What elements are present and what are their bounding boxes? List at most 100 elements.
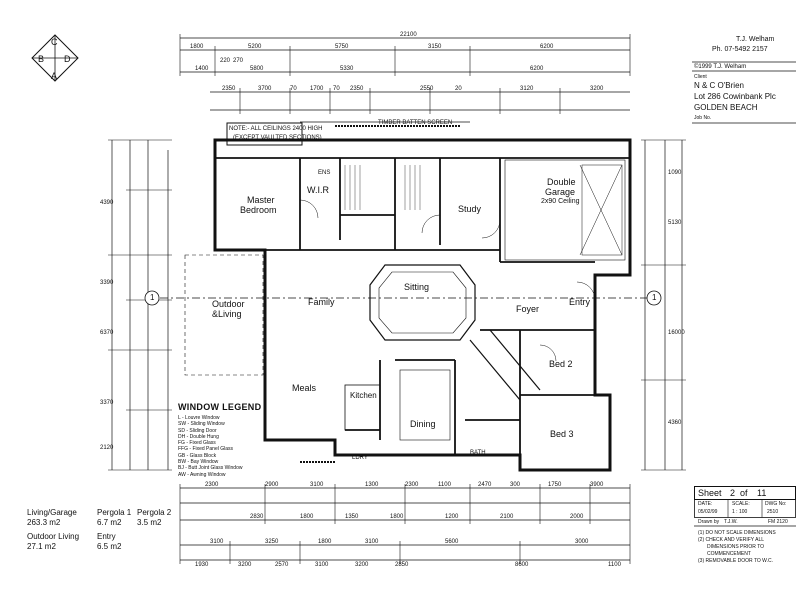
client-suburb: GOLDEN BEACH — [694, 103, 758, 112]
window-legend-item-7: BW - Bay Window — [178, 459, 219, 466]
designer-name: T.J. Welham — [736, 36, 775, 43]
sheet-total: 11 — [757, 488, 767, 498]
dim-top3-8: 3120 — [520, 86, 534, 92]
dim-top1-3: 3150 — [428, 44, 442, 50]
dim-bot1-0: 2300 — [205, 482, 219, 488]
dim-bot3-4: 5600 — [445, 539, 459, 545]
dim-bot3-3: 3100 — [365, 539, 379, 545]
dim-top3-9: 3200 — [590, 86, 604, 92]
window-legend-item-8: BJ - Butt Joint Glass Window — [178, 465, 243, 472]
dim-bot1-2: 3100 — [310, 482, 324, 488]
dim-bot1-7: 300 — [510, 482, 521, 488]
date-value: 05/02/99 — [698, 509, 718, 515]
room-garage-line1: Double — [547, 177, 576, 187]
job-number: FM 2120 — [768, 519, 788, 525]
dim-bot2-5: 2100 — [500, 514, 514, 520]
area-label-living: Living/Garage — [27, 508, 77, 517]
sheet-number: 2 — [730, 488, 736, 498]
dim-right-2: 16000 — [668, 330, 685, 336]
dim-botall-4: 3200 — [355, 562, 369, 568]
dim-botall-6: 8600 — [515, 562, 529, 568]
dim-bot2-4: 1200 — [445, 514, 459, 520]
dim-left-3: 3370 — [100, 400, 114, 406]
timber-batten-label: TIMBER BATTEN SCREEN — [378, 120, 453, 126]
drawn-value: T.J.W. — [724, 519, 738, 525]
note-3: COMMENCEMENT — [707, 551, 751, 557]
window-legend-item-4: FG - Fixed Glass — [178, 440, 216, 447]
dim-left-1: 3390 — [100, 280, 114, 286]
dim-bot2-1: 1800 — [300, 514, 314, 520]
room-bed3: Bed 3 — [550, 429, 574, 439]
drawn-label: Drawn by — [698, 519, 720, 525]
compass-bottom: A — [51, 71, 58, 81]
area-value-entry: 6.5 m2 — [97, 542, 122, 551]
dim-left-2: 6370 — [100, 330, 114, 336]
dim-bot1-6: 2470 — [478, 482, 492, 488]
window-legend-item-0: L - Louvre Window — [178, 415, 220, 421]
dim-bot1-8: 1750 — [548, 482, 562, 488]
dim-top1-1: 5200 — [248, 44, 262, 50]
note-4: (3) REMOVABLE DOOR TO W.C. — [698, 558, 774, 564]
title-block-frame — [692, 61, 796, 124]
dwg-label: DWG No: — [765, 501, 787, 507]
dim-right-3: 4360 — [668, 420, 682, 426]
dim-bot3-1: 3250 — [265, 539, 279, 545]
sheet-info-frame — [694, 486, 796, 527]
dim-top1-2: 5750 — [335, 44, 349, 50]
grid-marker-right: 1 — [652, 293, 657, 302]
window-legend-item-3: DH - Double Hung — [178, 433, 219, 440]
room-family: Family — [308, 297, 335, 307]
date-label: DATE: — [698, 501, 713, 507]
dim-left-0: 4390 — [100, 200, 114, 206]
job-label: Job No. — [694, 115, 712, 121]
dim-bot3-0: 3100 — [210, 539, 224, 545]
dim-top3-3: 1700 — [310, 86, 324, 92]
dim-bot1-4: 2300 — [405, 482, 419, 488]
dim-bot3-5: 3000 — [575, 539, 589, 545]
room-outdoor-line2: &Living — [212, 309, 242, 319]
scale-value: 1 : 100 — [732, 509, 748, 515]
dim-bot1-9: 3900 — [590, 482, 604, 488]
room-master-line2: Bedroom — [240, 205, 277, 215]
dim-bot1-3: 1300 — [365, 482, 379, 488]
window-legend-item-6: GB - Glass Block — [178, 452, 217, 459]
window-legend-title: WINDOW LEGEND — [178, 402, 262, 412]
window-legend-item-2: SD - Sliding Door — [178, 427, 217, 434]
room-bath: BATH — [470, 450, 486, 456]
dim-bot1-5: 1100 — [438, 482, 451, 488]
area-label-outdoor: Outdoor Living — [27, 532, 80, 541]
room-bed2: Bed 2 — [549, 359, 573, 369]
area-value-pergola1: 6.7 m2 — [97, 518, 122, 527]
dim-botall-5: 2850 — [395, 562, 409, 568]
dim-top2-4: 5330 — [340, 66, 354, 72]
window-legend: WINDOW LEGEND L - Louvre Window SW - Sli… — [178, 402, 263, 478]
dim-botall-1: 3200 — [238, 562, 252, 568]
dim-bot3-2: 1800 — [318, 539, 332, 545]
compass-right: D — [64, 54, 71, 64]
client-name: N & C O'Brien — [694, 81, 744, 90]
dwg-value: 2510 — [767, 509, 779, 515]
room-wir: W.I.R — [307, 185, 329, 195]
compass-left: B — [38, 54, 45, 64]
dim-top2-2: 270 — [233, 58, 244, 64]
dim-botall-3: 3100 — [315, 562, 329, 568]
room-master-line1: Master — [247, 195, 275, 205]
sheet-label: Sheet — [698, 488, 722, 498]
area-label-pergola1: Pergola 1 — [97, 508, 132, 517]
dim-bot2-3: 1800 — [390, 514, 404, 520]
dim-top3-4: 70 — [333, 86, 340, 92]
room-entry: Entry — [569, 297, 591, 307]
copyright: ©1999 T.J. Welham — [694, 64, 747, 70]
dim-top3-7: 20 — [455, 86, 462, 92]
dim-bot1-1: 2900 — [265, 482, 279, 488]
room-kitchen: Kitchen — [350, 391, 377, 400]
ceiling-note-line2: (EXCEPT VAULTED SECTIONS) — [233, 135, 322, 141]
room-ldry: LDRY — [352, 455, 368, 461]
room-garage-line3: 2x90 Ceiling — [541, 198, 580, 205]
area-label-entry: Entry — [97, 532, 116, 541]
dim-top2-3: 5800 — [250, 66, 264, 72]
room-ens: ENS — [318, 170, 331, 176]
room-foyer: Foyer — [516, 304, 540, 314]
dim-bot2-6: 2000 — [570, 514, 584, 520]
client-label: Client — [694, 74, 707, 80]
